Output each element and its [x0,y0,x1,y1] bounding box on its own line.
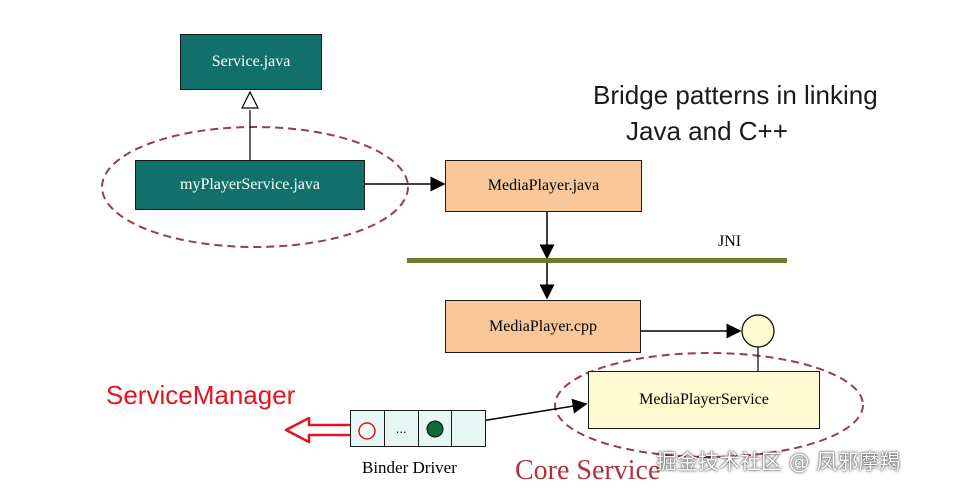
mediaplayer-cpp-label: MediaPlayer.cpp [489,317,597,335]
binder-driver-label: Binder Driver [362,458,457,477]
watermark-text: 掘金技术社区 @ 凤邪摩羯 [656,450,901,474]
mediaplayer-java-label: MediaPlayer.java [487,177,600,194]
open-circle-icon [358,421,377,440]
binder-cell-left [351,411,385,446]
bridge-note-line2: Java and C++ [626,116,788,146]
jni-label: JNI [718,233,742,250]
bridge-note-line1: Bridge patterns in linking [593,80,878,110]
binder-cell-right [419,411,453,446]
binder-cell-middle: ... [385,411,419,446]
core-service-label: Core Service [515,455,661,486]
my-player-service-label: myPlayerService.java [180,176,320,193]
filled-circle-icon [426,420,444,437]
mediaplayer-service-box: MediaPlayerService [588,371,820,429]
interface-lollipop-icon [741,314,775,348]
mediaplayer-cpp-box: MediaPlayer.cpp [445,300,641,353]
mediaplayer-service-label: MediaPlayerService [639,391,769,408]
binder-cell-end [452,411,485,446]
inheritance-triangle-icon [241,90,259,109]
binder-dots: ... [395,421,407,436]
dashed-ellipse-core-service [554,352,864,458]
red-hollow-arrow-icon [284,416,362,444]
jni-bar [407,258,787,263]
service-manager-label: ServiceManager [106,380,296,410]
binder-driver-component: ... [350,410,486,447]
dashed-ellipse-my-player-service [101,126,409,248]
mediaplayer-java-box: MediaPlayer.java [445,160,642,212]
service-java-box: Service.java [180,34,322,90]
my-player-service-box: myPlayerService.java [135,160,365,210]
service-java-label: Service.java [211,53,291,70]
